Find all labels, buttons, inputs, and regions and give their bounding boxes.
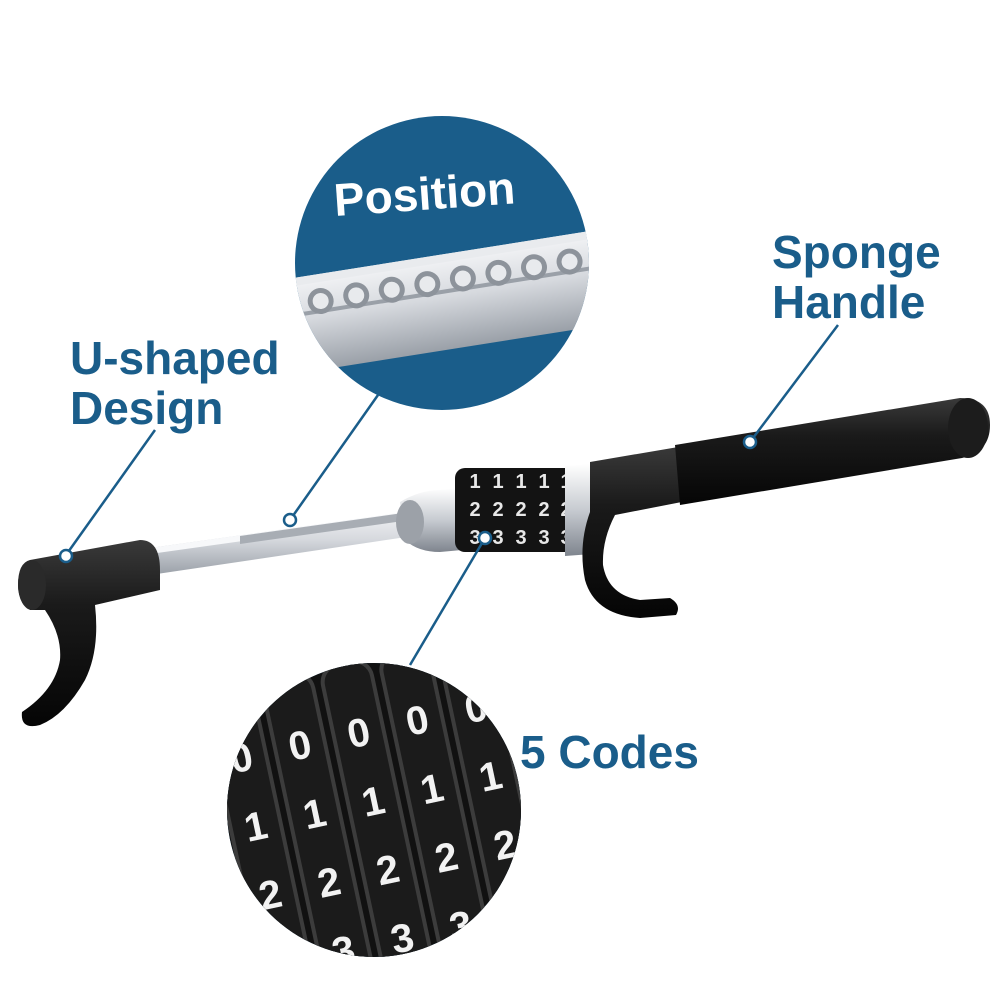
- adjustment-hole-icon: [307, 248, 583, 314]
- svg-text:1: 1: [469, 471, 480, 493]
- steel-shaft: [150, 510, 420, 575]
- svg-text:1: 1: [515, 471, 526, 493]
- u-shaped-label-line2: Design: [70, 381, 224, 434]
- u-shaped-label-line1: U-shaped: [70, 332, 280, 384]
- sponge-handle: [675, 398, 990, 505]
- svg-text:1: 1: [538, 471, 549, 493]
- svg-text:2: 2: [492, 499, 503, 521]
- sponge-label-line1: Sponge: [772, 226, 941, 278]
- svg-text:3: 3: [504, 890, 535, 938]
- sponge-handle-label: Sponge Handle: [772, 226, 941, 328]
- svg-text:1: 1: [492, 471, 503, 493]
- position-zoom-circle: [295, 116, 589, 410]
- callout-dot-icon: [58, 434, 758, 564]
- five-codes-label: 5 Codes: [520, 726, 699, 778]
- svg-text:2: 2: [469, 499, 480, 521]
- svg-text:3: 3: [515, 527, 526, 549]
- svg-text:3: 3: [270, 940, 301, 988]
- svg-text:2: 2: [538, 499, 549, 521]
- right-hook: [582, 445, 692, 618]
- u-shaped-design-label: U-shaped Design: [70, 332, 280, 434]
- svg-text:3: 3: [469, 527, 480, 549]
- sponge-label-line2: Handle: [772, 275, 926, 328]
- svg-text:3: 3: [492, 527, 503, 549]
- left-hook: [18, 540, 160, 727]
- callout-lines: [64, 324, 839, 666]
- svg-text:2: 2: [515, 499, 526, 521]
- svg-text:3: 3: [538, 527, 549, 549]
